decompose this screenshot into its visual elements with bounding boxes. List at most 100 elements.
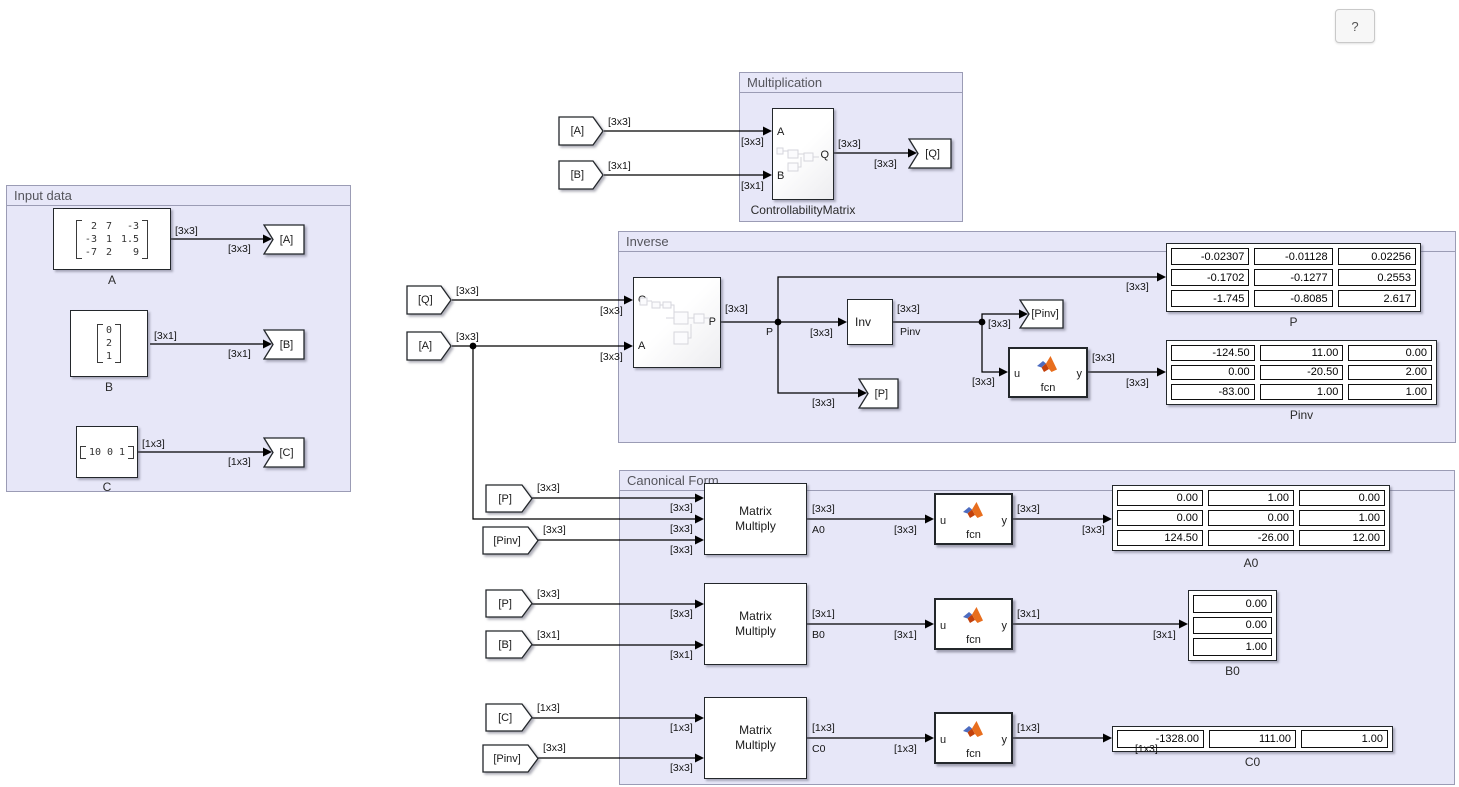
display-cell: 1.00	[1193, 638, 1272, 656]
display-cell: -0.01128	[1254, 248, 1333, 265]
goto-tag-C[interactable]: [C]	[263, 437, 305, 468]
from-tag-A-mult[interactable]: [A]	[558, 116, 604, 146]
matlab-function-block-pinv[interactable]: u y fcn	[1008, 347, 1088, 398]
dim-label: [3x3]	[741, 136, 764, 148]
wire[interactable]	[777, 276, 1158, 322]
display-P-label: P	[1289, 315, 1298, 329]
arrowhead	[1157, 367, 1166, 377]
display-cell: 0.00	[1117, 490, 1203, 506]
display-cell: 0.00	[1299, 490, 1385, 506]
dim-label: [3x3]	[1082, 524, 1105, 536]
display-B0[interactable]: 0.00 0.00 1.00	[1188, 590, 1277, 661]
arrowhead	[925, 514, 934, 524]
inverse-block[interactable]: Inv	[847, 299, 893, 345]
arrowhead	[695, 713, 704, 723]
subsystem-preview	[776, 147, 819, 172]
dim-label: [3x3]	[537, 588, 560, 600]
area-inverse-title: Inverse	[619, 232, 1455, 252]
display-A0[interactable]: 0.00 1.00 0.00 0.00 0.00 1.00 124.50 -26…	[1112, 485, 1390, 551]
display-cell: 0.00	[1208, 510, 1294, 526]
arrowhead	[263, 447, 272, 457]
subsystem-controllability-matrix[interactable]: A B Q	[772, 108, 834, 200]
from-tag-P-row2[interactable]: [P]	[485, 589, 533, 618]
arrowhead	[763, 170, 772, 180]
from-tag-B-row2[interactable]: [B]	[485, 630, 533, 659]
arrowhead	[1103, 733, 1112, 743]
wire[interactable]	[981, 313, 1020, 322]
goto-tag-P[interactable]: [P]	[858, 378, 899, 409]
signal-name-label: C0	[812, 743, 826, 755]
dim-label: [3x3]	[670, 502, 693, 514]
arrowhead	[925, 733, 934, 743]
display-cell: -0.1277	[1254, 269, 1333, 286]
goto-tag-Pinv[interactable]: [Pinv]	[1019, 299, 1064, 329]
display-cell: 0.00	[1117, 510, 1203, 526]
display-cell: -26.00	[1208, 530, 1294, 546]
wire[interactable]	[777, 322, 859, 394]
matlab-logo-icon	[962, 607, 983, 623]
from-tag-Q-inverse[interactable]: [Q]	[406, 285, 452, 315]
port-label-u: u	[940, 734, 947, 746]
port-label-A: A	[638, 340, 646, 352]
dim-label: [3x1]	[741, 180, 764, 192]
subsystem-inverse[interactable]: Q A P	[633, 277, 721, 368]
port-label-A: A	[777, 126, 785, 138]
matrix-multiply-text: Matrix Multiply	[735, 723, 776, 752]
goto-tag-A[interactable]: [A]	[263, 224, 305, 255]
branch-dot	[469, 342, 477, 350]
help-button[interactable]: ?	[1335, 9, 1375, 43]
wire[interactable]	[472, 346, 696, 520]
port-label-y: y	[1076, 368, 1083, 380]
goto-tag-Q[interactable]: [Q]	[908, 138, 952, 169]
arrowhead	[838, 317, 847, 327]
matlab-function-block-c0[interactable]: u y fcn	[934, 712, 1013, 764]
dim-label: [3x3]	[543, 524, 566, 536]
arrowhead	[1157, 272, 1166, 282]
dim-label: [3x3]	[600, 351, 623, 363]
port-label-y: y	[1001, 734, 1008, 746]
matrix-multiply-block-b0[interactable]: Matrix Multiply	[704, 583, 807, 665]
matlab-function-block-b0[interactable]: u y fcn	[934, 598, 1013, 650]
port-label-u: u	[1014, 368, 1021, 380]
from-tag-P-row1[interactable]: [P]	[485, 484, 533, 513]
dim-label: [1x3]	[142, 438, 165, 450]
from-tag-B-mult[interactable]: [B]	[558, 160, 604, 190]
display-cell: 1.00	[1299, 510, 1385, 526]
from-tag-C-row3[interactable]: [C]	[485, 703, 533, 732]
goto-tag-B[interactable]: [B]	[263, 329, 305, 360]
display-Pinv-label: Pinv	[1289, 408, 1314, 422]
dim-label: [3x3]	[670, 544, 693, 556]
wire[interactable]	[981, 322, 1000, 373]
display-C0[interactable]: -1328.00 111.00 1.00	[1112, 726, 1393, 752]
matlab-function-block-a0[interactable]: u y fcn	[934, 493, 1013, 545]
matlab-logo-icon	[962, 721, 983, 737]
from-tag-Pinv-row3[interactable]: [Pinv]	[482, 744, 539, 773]
display-cell: -20.50	[1259, 364, 1344, 381]
display-cell: 0.02256	[1337, 248, 1416, 265]
dim-label: [3x3]	[988, 318, 1011, 330]
display-Pinv[interactable]: -124.50 11.00 0.00 0.00 -20.50 2.00 -83.…	[1166, 340, 1437, 405]
display-cell: -0.02307	[1171, 248, 1250, 265]
from-tag-Pinv-row1[interactable]: [Pinv]	[482, 526, 539, 555]
display-cell: 124.50	[1117, 530, 1203, 546]
display-P[interactable]: -0.02307 -0.01128 0.02256 -0.1702 -0.127…	[1166, 243, 1421, 312]
port-label-Q: Q	[820, 149, 829, 161]
matrix-multiply-block-c0[interactable]: Matrix Multiply	[704, 697, 807, 779]
matrix-multiply-block-a0[interactable]: Matrix Multiply	[704, 483, 807, 555]
arrowhead	[858, 388, 867, 398]
from-tag-A-inverse[interactable]: [A]	[406, 331, 452, 361]
display-cell: 111.00	[1209, 730, 1296, 748]
dim-label: [3x1]	[812, 608, 835, 620]
dim-label: [3x1]	[608, 160, 631, 172]
arrowhead	[263, 234, 272, 244]
fcn-label: fcn	[1040, 382, 1056, 394]
display-cell: 11.00	[1259, 345, 1344, 361]
port-label-y: y	[1001, 515, 1008, 527]
dim-label: [3x1]	[1017, 608, 1040, 620]
